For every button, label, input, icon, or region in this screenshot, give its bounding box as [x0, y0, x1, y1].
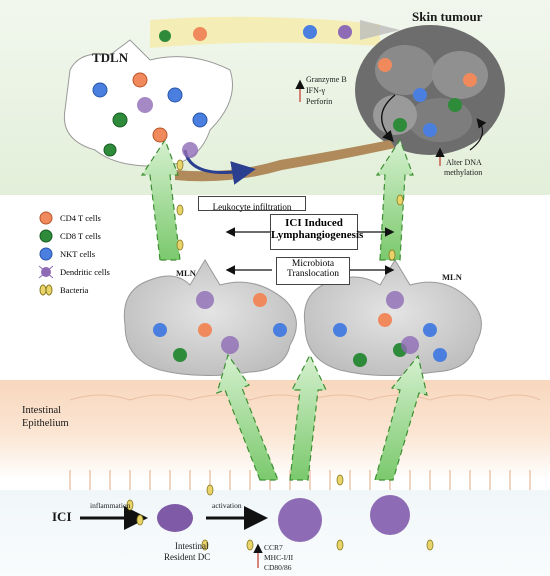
perforin-label: Perforin — [306, 97, 333, 106]
leukocyte-infiltration-label: Leukocyte infiltration — [212, 202, 292, 212]
inflammation-label: inflammation — [90, 501, 131, 510]
cd4-t-cell-icon — [38, 210, 54, 226]
intestinal-dendritic-cells — [157, 495, 410, 542]
legend-item-cd4: CD4 T cells — [38, 209, 101, 227]
tdln-label: TDLN — [92, 50, 129, 65]
alter-dna-label: Alter DNA — [446, 158, 482, 167]
leukocyte-infiltration-box: Leukocyte infiltration — [198, 196, 306, 212]
resident-dc-label-2: Resident DC — [164, 552, 211, 562]
skin-tumour-label: Skin tumour — [412, 9, 483, 24]
legend-label: CD8 T cells — [60, 231, 101, 241]
ccr7-label: CCR7 — [264, 543, 283, 552]
ici-induced-label: ICI Induced — [285, 217, 343, 229]
legend-item-bacteria: Bacteria — [38, 281, 88, 299]
bacteria-cluster — [126, 159, 434, 551]
epithelium-label-2: Epithelium — [22, 418, 69, 429]
legend-label: Dendritic cells — [60, 267, 110, 277]
ici-lymphangiogenesis-box: ICI Induced Lymphangiogenesis — [270, 214, 364, 250]
bacteria-icon — [38, 282, 54, 298]
tumour-cells — [378, 58, 477, 137]
mln-left-label: MLN — [176, 268, 196, 278]
intestinal-epithelium — [0, 380, 550, 480]
lymphangiogenesis-label: Lymphangiogenesis — [271, 229, 364, 241]
migration-arrows — [140, 138, 428, 481]
translocation-label: Translocation — [287, 269, 339, 279]
methylation-label: methylation — [444, 168, 483, 177]
legend-item-nkt: NKT cells — [38, 245, 95, 263]
mln-left-shape — [123, 259, 297, 377]
ici-label: ICI — [52, 509, 72, 524]
epithelium-label-1: Intestinal — [22, 405, 62, 416]
microbiota-translocation-box: Microbiota Translocation — [276, 257, 350, 285]
activation-label: activation — [212, 501, 242, 510]
vessel-cells — [159, 25, 352, 42]
lymphatic-vessel — [150, 16, 380, 48]
granzyme-label: Granzyme B — [306, 75, 347, 84]
cd8-t-cell-icon — [38, 228, 54, 244]
legend-item-dendritic: Dendritic cells — [38, 263, 110, 281]
ifn-label: IFN-γ — [306, 86, 326, 95]
skin-tumour-cluster — [355, 25, 505, 155]
mhc-label: MHC-I/II — [264, 553, 294, 562]
legend-label: Bacteria — [60, 285, 89, 295]
legend-label: NKT cells — [60, 249, 96, 259]
mln-right-label: MLN — [442, 272, 462, 282]
legend-label: CD4 T cells — [60, 213, 101, 223]
cd80-label: CD80/86 — [264, 563, 292, 572]
tdln-cells — [92, 72, 208, 158]
mln-cells — [153, 291, 447, 367]
intestinal-lumen — [0, 490, 550, 576]
dendritic-cell-icon — [38, 264, 54, 280]
nkt-cell-icon — [38, 246, 54, 262]
resident-dc-label-1: Intestinal — [175, 541, 209, 551]
microbiota-label: Microbiota — [291, 259, 335, 269]
legend-item-cd8: CD8 T cells — [38, 227, 101, 245]
villi-row — [69, 470, 531, 490]
